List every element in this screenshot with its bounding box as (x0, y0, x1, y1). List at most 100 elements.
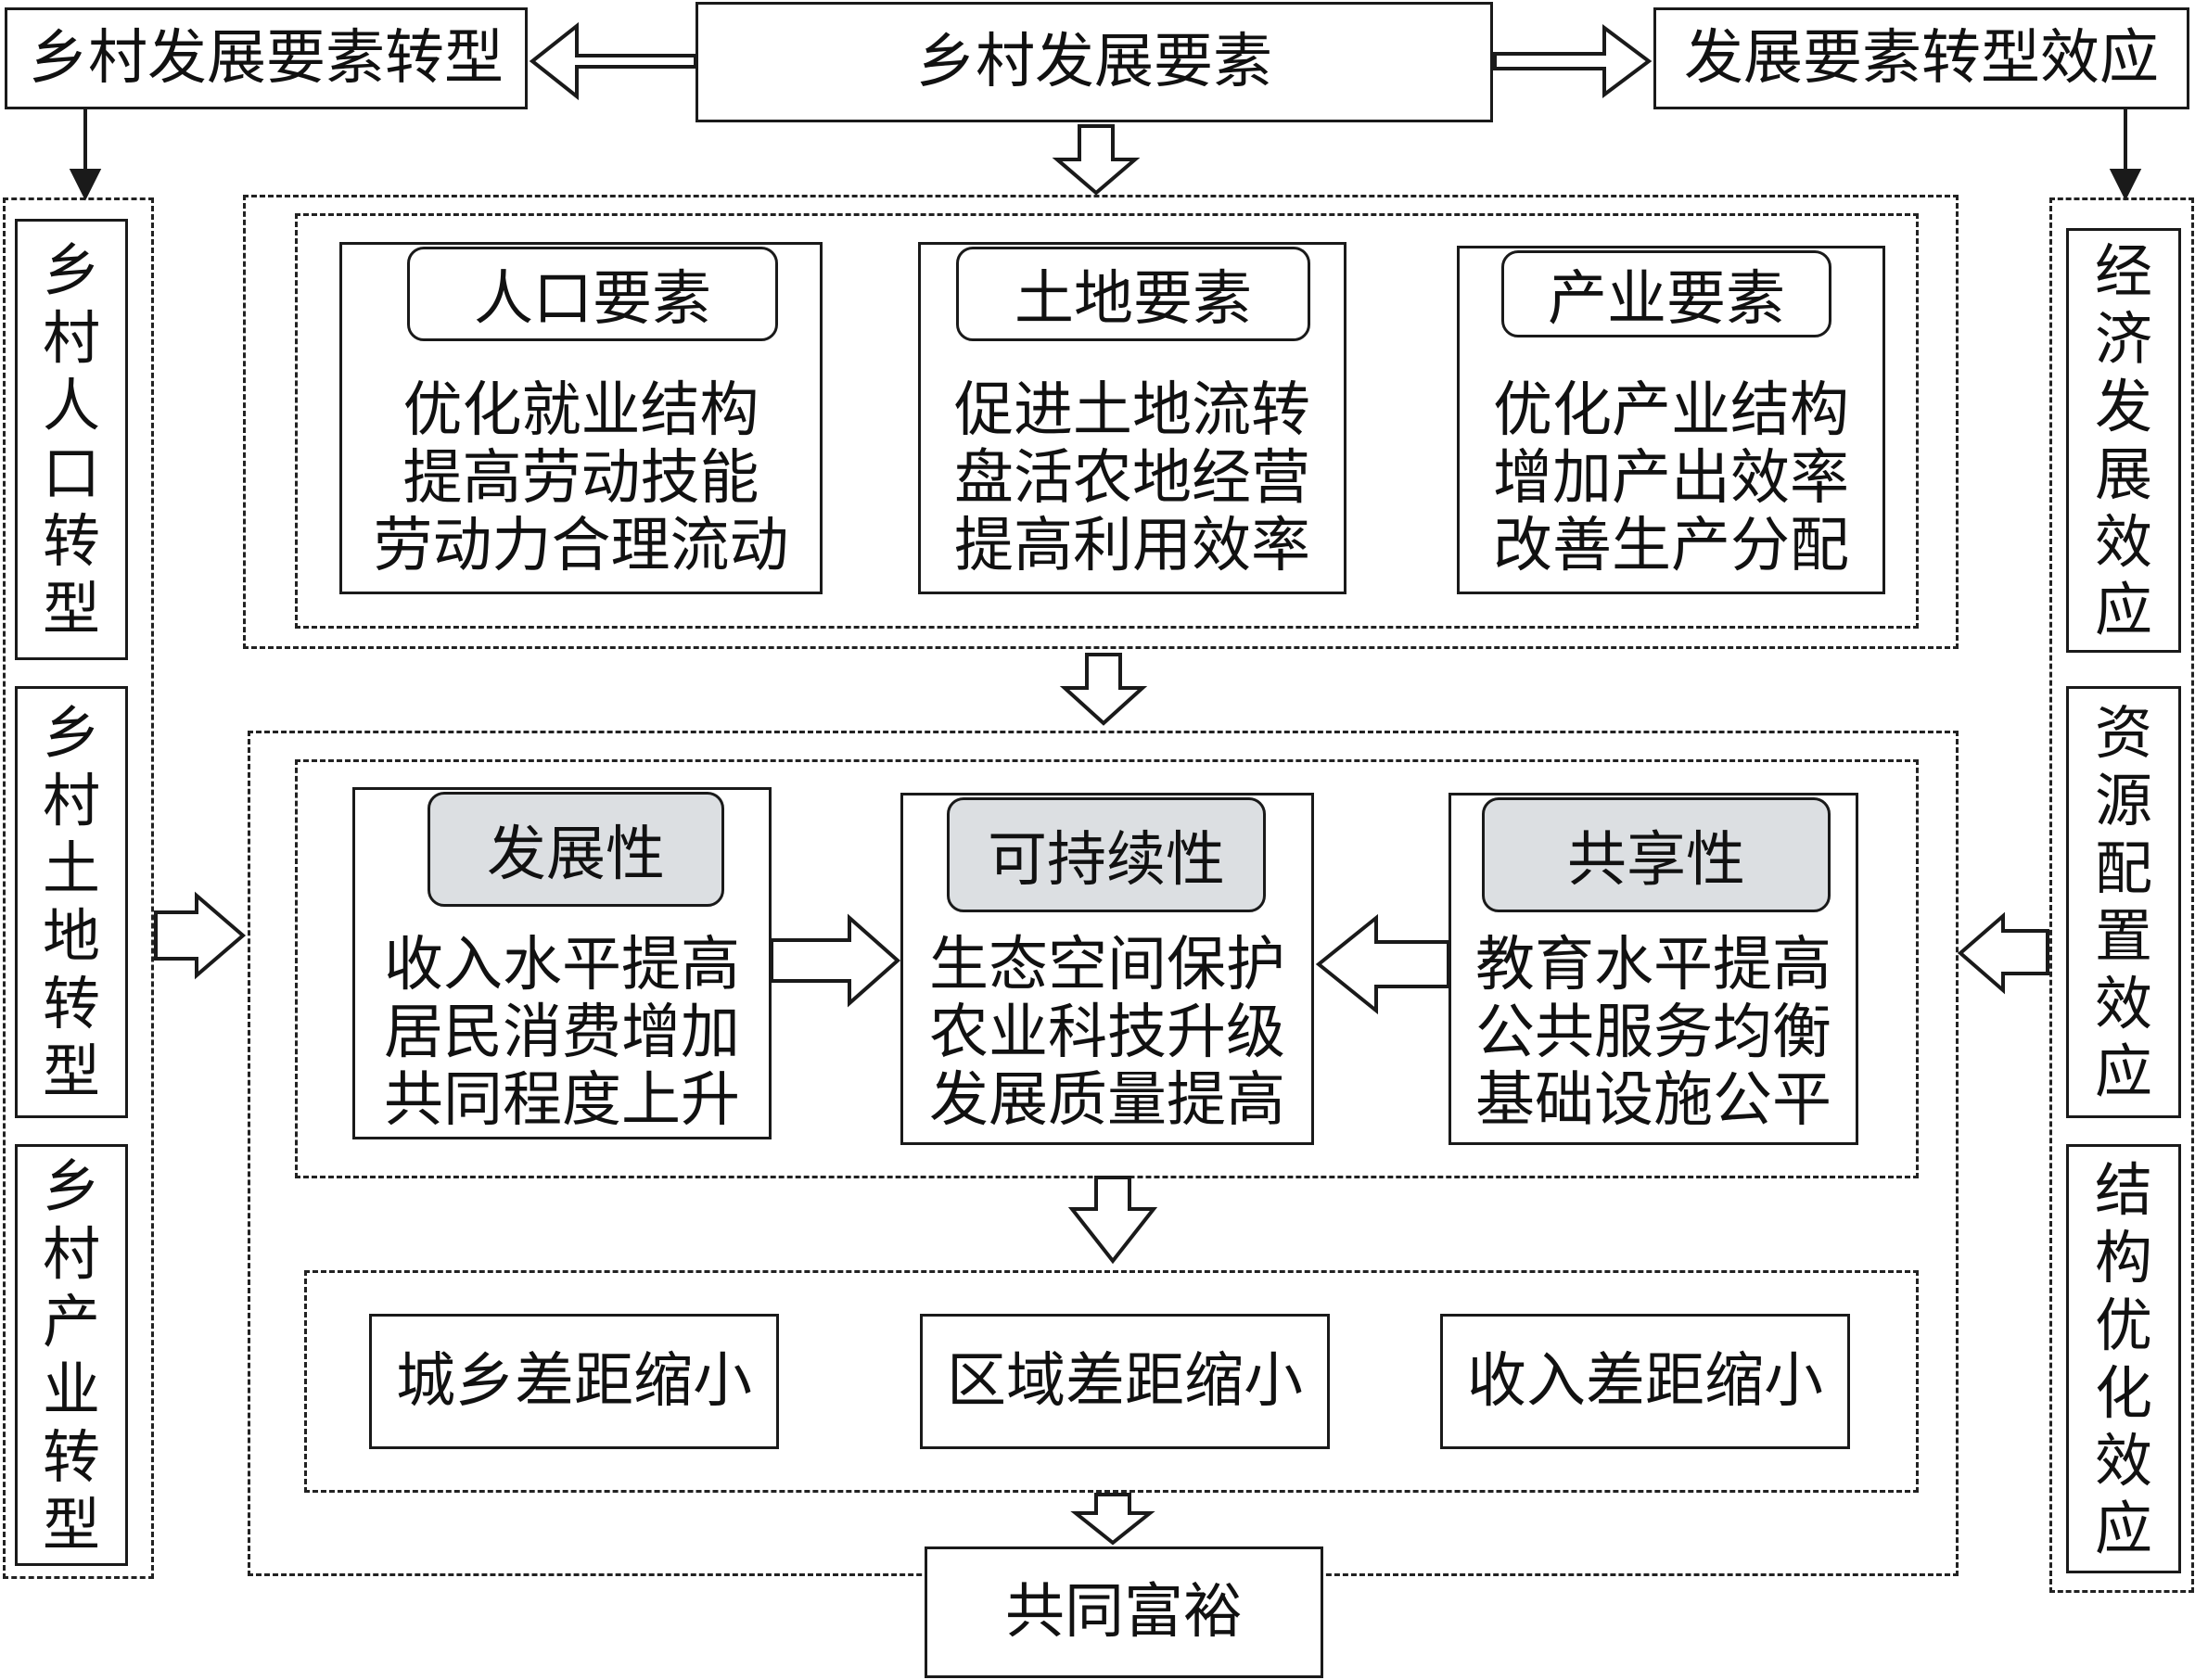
right-box-structure: 结构优化效应 (2066, 1144, 2181, 1573)
element-tag-population: 人口要素 (407, 247, 778, 341)
vertical-char: 乡 (42, 236, 100, 304)
gap-box-income: 收入差距缩小 (1440, 1314, 1850, 1449)
element-line: 促进土地流转 (954, 376, 1310, 445)
vertical-char: 配 (2094, 834, 2152, 902)
vertical-char: 结 (2094, 1155, 2152, 1224)
element-lines-industry: 优化产业结构 增加产出效率 改善生产分配 (1460, 377, 1882, 580)
vertical-char: 展 (2094, 440, 2152, 508)
attribute-line: 发展质量提高 (929, 1066, 1285, 1135)
vertical-char: 效 (2094, 1426, 2152, 1495)
right-box-economic-text: 经济发展效应 (2069, 231, 2178, 650)
gap-box-regional: 区域差距缩小 (920, 1314, 1330, 1449)
right-box-structure-text: 结构优化效应 (2069, 1147, 2178, 1571)
attribute-line: 基础设施公平 (1475, 1066, 1831, 1135)
vertical-char: 乡 (42, 1152, 100, 1220)
element-line: 改善生产分配 (1493, 512, 1849, 580)
vertical-char: 型 (42, 1490, 100, 1559)
vertical-char: 置 (2094, 902, 2152, 970)
vertical-char: 济 (2094, 305, 2152, 373)
vertical-char: 构 (2094, 1223, 2152, 1292)
element-line: 提高劳动技能 (402, 444, 759, 513)
elements-inner-frame (295, 213, 1919, 629)
attribute-lines-sustainability: 生态空间保护 农业科技升级 发展质量提高 (903, 932, 1311, 1135)
vertical-char: 转 (42, 970, 100, 1037)
goal-box: 共同富裕 (925, 1546, 1323, 1678)
vertical-char: 应 (2094, 576, 2152, 643)
hollow-arrow-down-1 (1052, 124, 1141, 196)
vertical-char: 村 (42, 304, 100, 372)
left-box-population-text: 乡村人口转型 (18, 222, 125, 657)
attribute-card-development: 发展性 收入水平提高 居民消费增加 共同程度上升 (352, 787, 772, 1139)
hollow-arrow-left-top (529, 21, 697, 101)
solid-arrow-head-right (2109, 169, 2142, 201)
vertical-char: 人 (42, 372, 100, 439)
hollow-arrow-right-top (1493, 24, 1653, 98)
vertical-char: 资 (2094, 699, 2152, 767)
hollow-arrow-down-4 (1070, 1493, 1155, 1546)
attribute-line: 生态空间保护 (929, 931, 1285, 999)
vertical-char: 乡 (42, 699, 100, 767)
vertical-char: 化 (2094, 1358, 2152, 1427)
left-box-land: 乡村土地转型 (15, 686, 128, 1118)
right-side-dashed-frame (2049, 197, 2194, 1593)
right-box-resource: 资源配置效应 (2066, 686, 2181, 1118)
left-title-box: 乡村发展要素转型 (5, 7, 528, 109)
element-line: 优化就业结构 (402, 376, 759, 445)
vertical-char: 业 (42, 1355, 100, 1423)
vertical-char: 应 (2094, 1037, 2152, 1105)
vertical-char: 转 (42, 1422, 100, 1491)
attribute-tag-sustainability: 可持续性 (947, 797, 1266, 912)
left-box-industry-text: 乡村产业转型 (18, 1147, 125, 1563)
right-title-box: 发展要素转型效应 (1653, 7, 2189, 109)
attribute-tag-development: 发展性 (428, 792, 724, 907)
attribute-line: 公共服务均衡 (1475, 999, 1831, 1067)
gaps-inner-frame (304, 1270, 1919, 1493)
element-line: 劳动力合理流动 (373, 512, 789, 580)
attribute-lines-sharing: 教育水平提高 公共服务均衡 基础设施公平 (1451, 932, 1856, 1135)
vertical-char: 源 (2094, 767, 2152, 834)
vertical-char: 土 (42, 834, 100, 902)
element-lines-population: 优化就业结构 提高劳动技能 劳动力合理流动 (342, 377, 820, 580)
vertical-char: 地 (42, 902, 100, 970)
element-line: 增加产出效率 (1493, 444, 1849, 513)
attribute-tag-sharing: 共享性 (1482, 797, 1831, 912)
vertical-char: 效 (2094, 970, 2152, 1037)
attribute-card-sustainability: 可持续性 生态空间保护 农业科技升级 发展质量提高 (900, 793, 1314, 1145)
center-title-box: 乡村发展要素 (696, 2, 1493, 122)
element-tag-land: 土地要素 (956, 247, 1310, 341)
vertical-char: 经 (2094, 237, 2152, 305)
vertical-char: 产 (42, 1287, 100, 1355)
element-line: 提高利用效率 (954, 512, 1310, 580)
left-box-population: 乡村人口转型 (15, 219, 128, 660)
vertical-char: 型 (42, 1037, 100, 1105)
vertical-char: 发 (2094, 373, 2152, 440)
hollow-arrow-right-side-left (154, 891, 247, 980)
hollow-arrow-down-3 (1067, 1176, 1158, 1265)
hollow-arrow-left-side-right (1957, 911, 2049, 995)
attribute-lines-development: 收入水平提高 居民消费增加 共同程度上升 (355, 932, 769, 1135)
vertical-char: 优 (2094, 1291, 2152, 1359)
vertical-char: 口 (42, 439, 100, 507)
hollow-arrow-dev-to-sus (770, 913, 901, 1008)
left-side-dashed-frame (3, 197, 154, 1579)
hollow-arrow-down-2 (1059, 653, 1148, 726)
right-box-resource-text: 资源配置效应 (2069, 689, 2178, 1115)
left-box-industry: 乡村产业转型 (15, 1144, 128, 1566)
vertical-char: 效 (2094, 508, 2152, 576)
element-line: 优化产业结构 (1493, 376, 1849, 445)
element-line: 盘活农地经营 (954, 444, 1310, 513)
vertical-char: 村 (42, 1219, 100, 1288)
elements-outer-frame (243, 195, 1959, 649)
vertical-char: 型 (42, 575, 100, 643)
attribute-line: 收入水平提高 (384, 931, 740, 999)
right-box-economic: 经济发展效应 (2066, 228, 2181, 653)
vertical-char: 应 (2094, 1494, 2152, 1562)
vertical-char: 村 (42, 767, 100, 834)
attribute-line: 教育水平提高 (1475, 931, 1831, 999)
hollow-arrow-share-to-sus (1315, 913, 1450, 1015)
attribute-line: 居民消费增加 (384, 999, 740, 1067)
vertical-char: 转 (42, 507, 100, 575)
element-tag-industry: 产业要素 (1501, 250, 1831, 337)
